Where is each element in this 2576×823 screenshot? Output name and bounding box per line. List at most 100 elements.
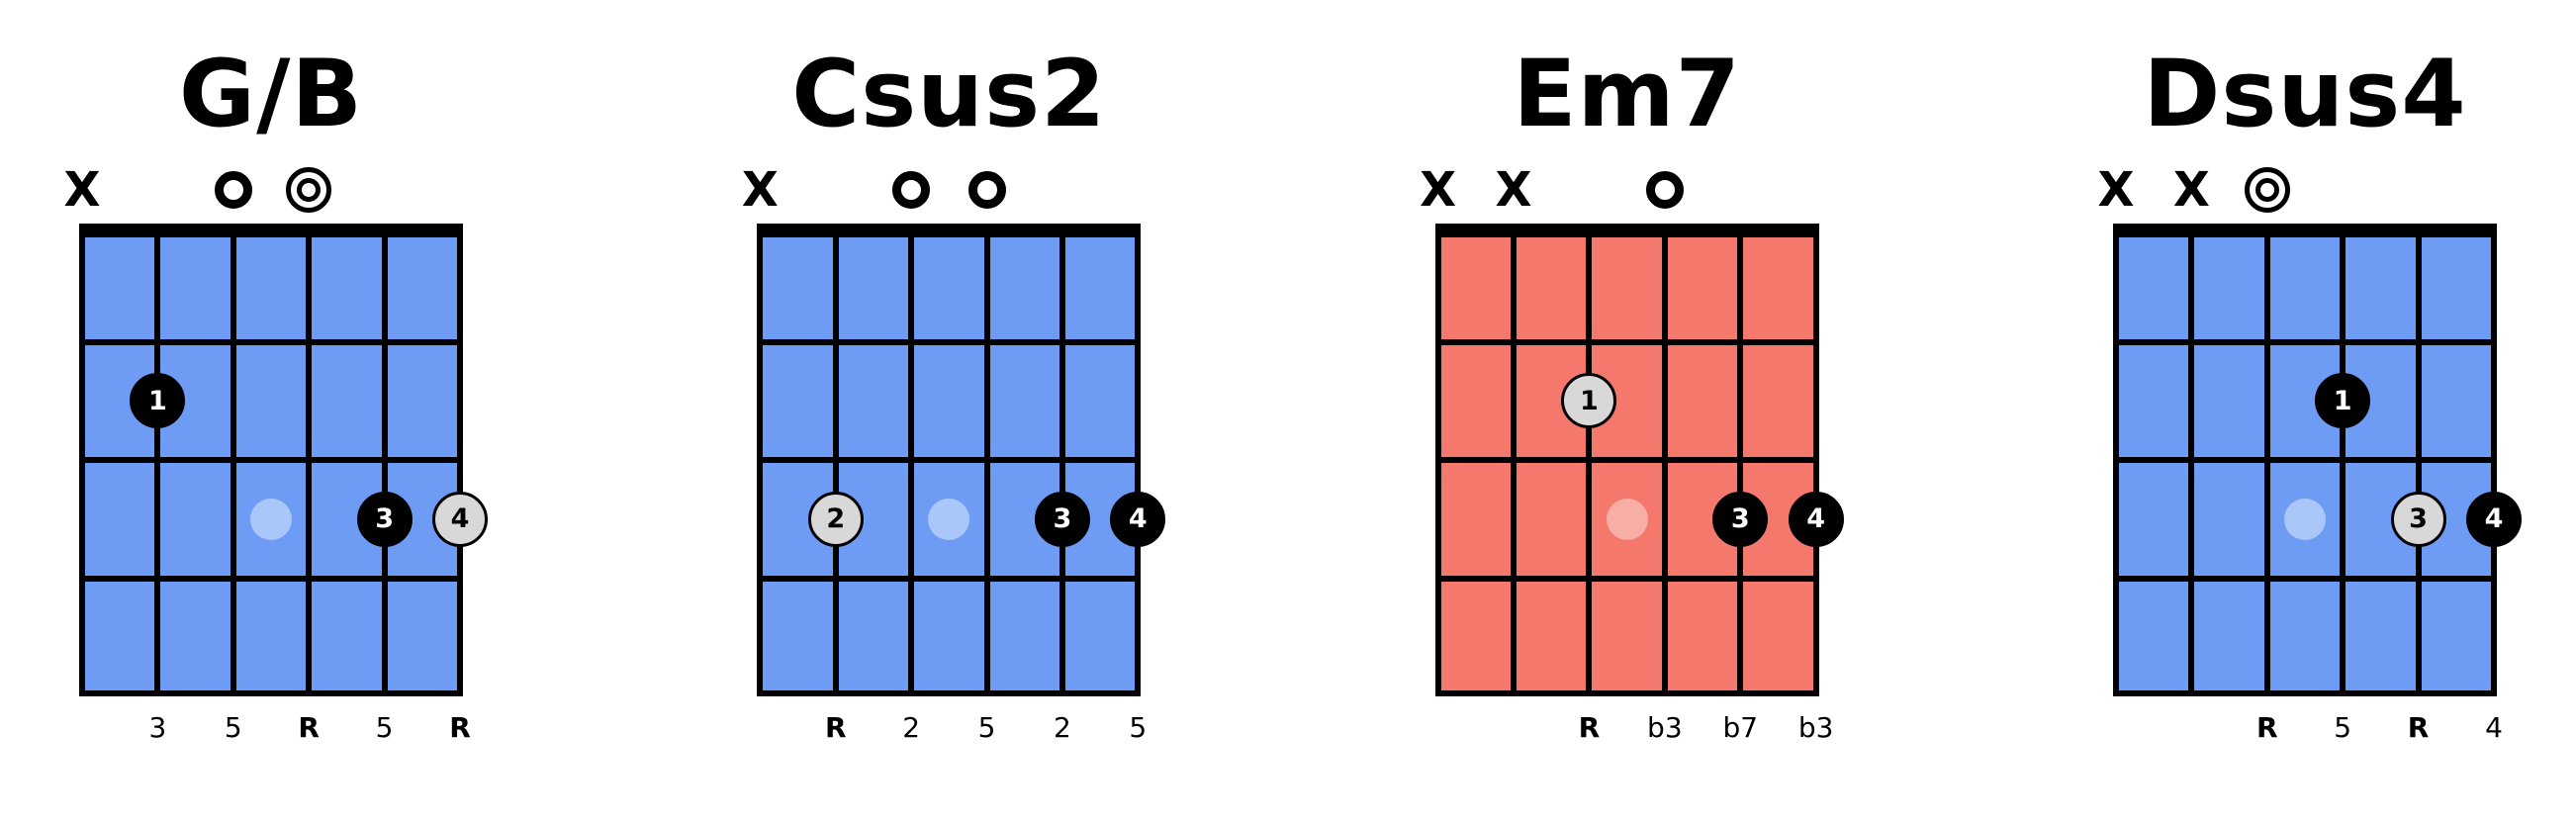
string-line (908, 224, 915, 696)
muted-string-marker: X (1496, 162, 1532, 218)
muted-string-marker: X (63, 162, 100, 218)
string-line (2263, 224, 2270, 696)
string-line (757, 224, 764, 696)
nut (79, 224, 463, 237)
string-line (1586, 224, 1593, 696)
finger-dot: 3 (356, 491, 413, 547)
note-label: R (824, 711, 847, 744)
muted-string-marker: X (1420, 162, 1456, 218)
x-icon: X (63, 162, 101, 218)
fret-line (757, 338, 1142, 345)
double-circle-icon (286, 167, 332, 213)
chord-title: Csus2 (791, 41, 1107, 148)
note-label: 4 (2485, 711, 2503, 744)
chord-title: Dsus4 (2143, 41, 2467, 148)
circle-outline-icon (892, 171, 931, 209)
double-circle-icon (2244, 167, 2290, 213)
string-line (230, 224, 236, 696)
note-label: R (1578, 711, 1601, 744)
open-muted-markers-row: X (742, 162, 1141, 218)
note-label: b3 (1797, 711, 1834, 744)
fret-line (757, 575, 1142, 582)
muted-string-marker: X (742, 162, 779, 218)
double-circle-inner-icon (297, 178, 322, 202)
string-line (2340, 224, 2346, 696)
note-label: 5 (977, 711, 996, 744)
finger-dot: 3 (1712, 491, 1769, 547)
open-string-marker (967, 162, 1006, 218)
finger-dot: 4 (432, 491, 488, 547)
open-string-marker (214, 162, 252, 218)
string-line (2188, 224, 2195, 696)
finger-dot: 1 (130, 373, 186, 429)
string-line (2490, 224, 2497, 696)
fret-line (2112, 338, 2497, 345)
note-label: b7 (1722, 711, 1759, 744)
finger-dot: 3 (2390, 491, 2446, 547)
note-label: R (449, 711, 471, 744)
note-label: 2 (1054, 711, 1071, 744)
note-label: 2 (902, 711, 921, 744)
x-icon: X (1420, 162, 1457, 218)
string-line (832, 224, 839, 696)
string-line (1135, 224, 1142, 696)
fret-marker-inlay-dot (928, 498, 970, 540)
fret-marker-inlay-dot (1606, 498, 1648, 540)
fret-line (2112, 457, 2497, 463)
fret-line (1434, 690, 1819, 696)
note-label: 5 (224, 711, 242, 744)
open-muted-markers-row: X (63, 162, 463, 218)
double-circle-inner-icon (2254, 178, 2279, 202)
x-icon: X (741, 162, 779, 218)
fret-line (2112, 690, 2497, 696)
fret-marker-inlay-dot (250, 498, 292, 540)
note-label: R (298, 711, 320, 744)
string-line (2415, 224, 2422, 696)
chord-title: G/B (178, 41, 364, 148)
note-label: 3 (148, 711, 167, 744)
fret-line (2112, 575, 2497, 582)
note-label: 5 (2334, 711, 2352, 744)
note-label: b3 (1647, 711, 1683, 744)
string-line (1737, 224, 1744, 696)
x-icon: X (1495, 162, 1532, 218)
note-label: 5 (375, 711, 394, 744)
fret-line (79, 575, 463, 582)
note-labels-row: R 2 5 2 5 (757, 706, 1147, 754)
note-labels-row: 3 5 R 5 R (79, 706, 470, 754)
string-line (1511, 224, 1518, 696)
muted-string-marker: X (2097, 162, 2134, 218)
finger-dot: 1 (2315, 373, 2371, 429)
string-line (79, 224, 85, 696)
circle-outline-icon (214, 171, 252, 209)
string-line (983, 224, 990, 696)
string-line (306, 224, 313, 696)
nut (1434, 224, 1819, 237)
string-line (457, 224, 463, 696)
note-label: 5 (1129, 711, 1148, 744)
string-line (381, 224, 388, 696)
fret-line (1434, 575, 1819, 582)
fret-line (757, 690, 1142, 696)
finger-dot: 4 (1110, 491, 1166, 547)
open-root-string-marker (286, 162, 332, 218)
fret-line (79, 457, 463, 463)
circle-outline-icon (967, 171, 1006, 209)
x-icon: X (2097, 162, 2135, 218)
finger-dot: 3 (1034, 491, 1090, 547)
note-label: R (2407, 711, 2430, 744)
fret-line (1434, 457, 1819, 463)
circle-outline-icon (1645, 171, 1684, 209)
muted-string-marker: X (2173, 162, 2210, 218)
